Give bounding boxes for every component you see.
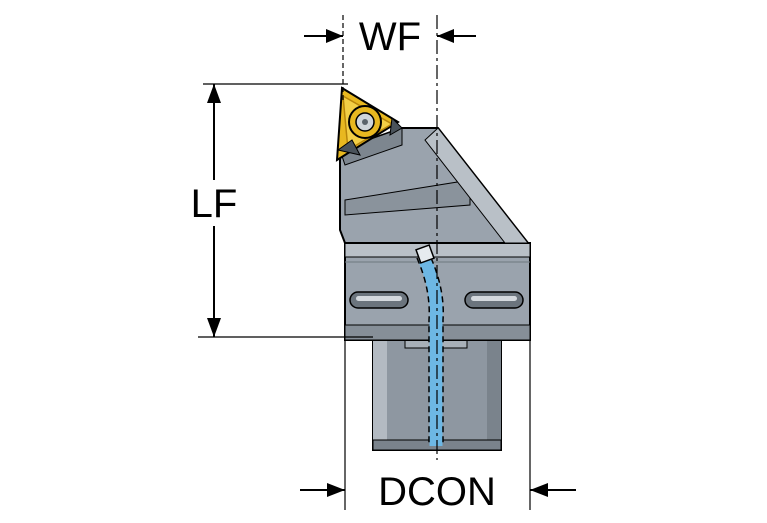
lf-dimension: LF [190, 83, 373, 338]
cutting-insert [335, 86, 403, 162]
tool-head [339, 127, 531, 244]
clamp-slot-right [464, 291, 524, 309]
dcon-dimension: DCON [300, 340, 576, 514]
dcon-label: DCON [378, 470, 496, 514]
lf-label: LF [191, 182, 238, 226]
coolant-channel [415, 244, 444, 446]
clamp-slot-left [349, 291, 409, 309]
wf-dimension: WF [304, 15, 476, 100]
wf-label: WF [359, 15, 421, 59]
